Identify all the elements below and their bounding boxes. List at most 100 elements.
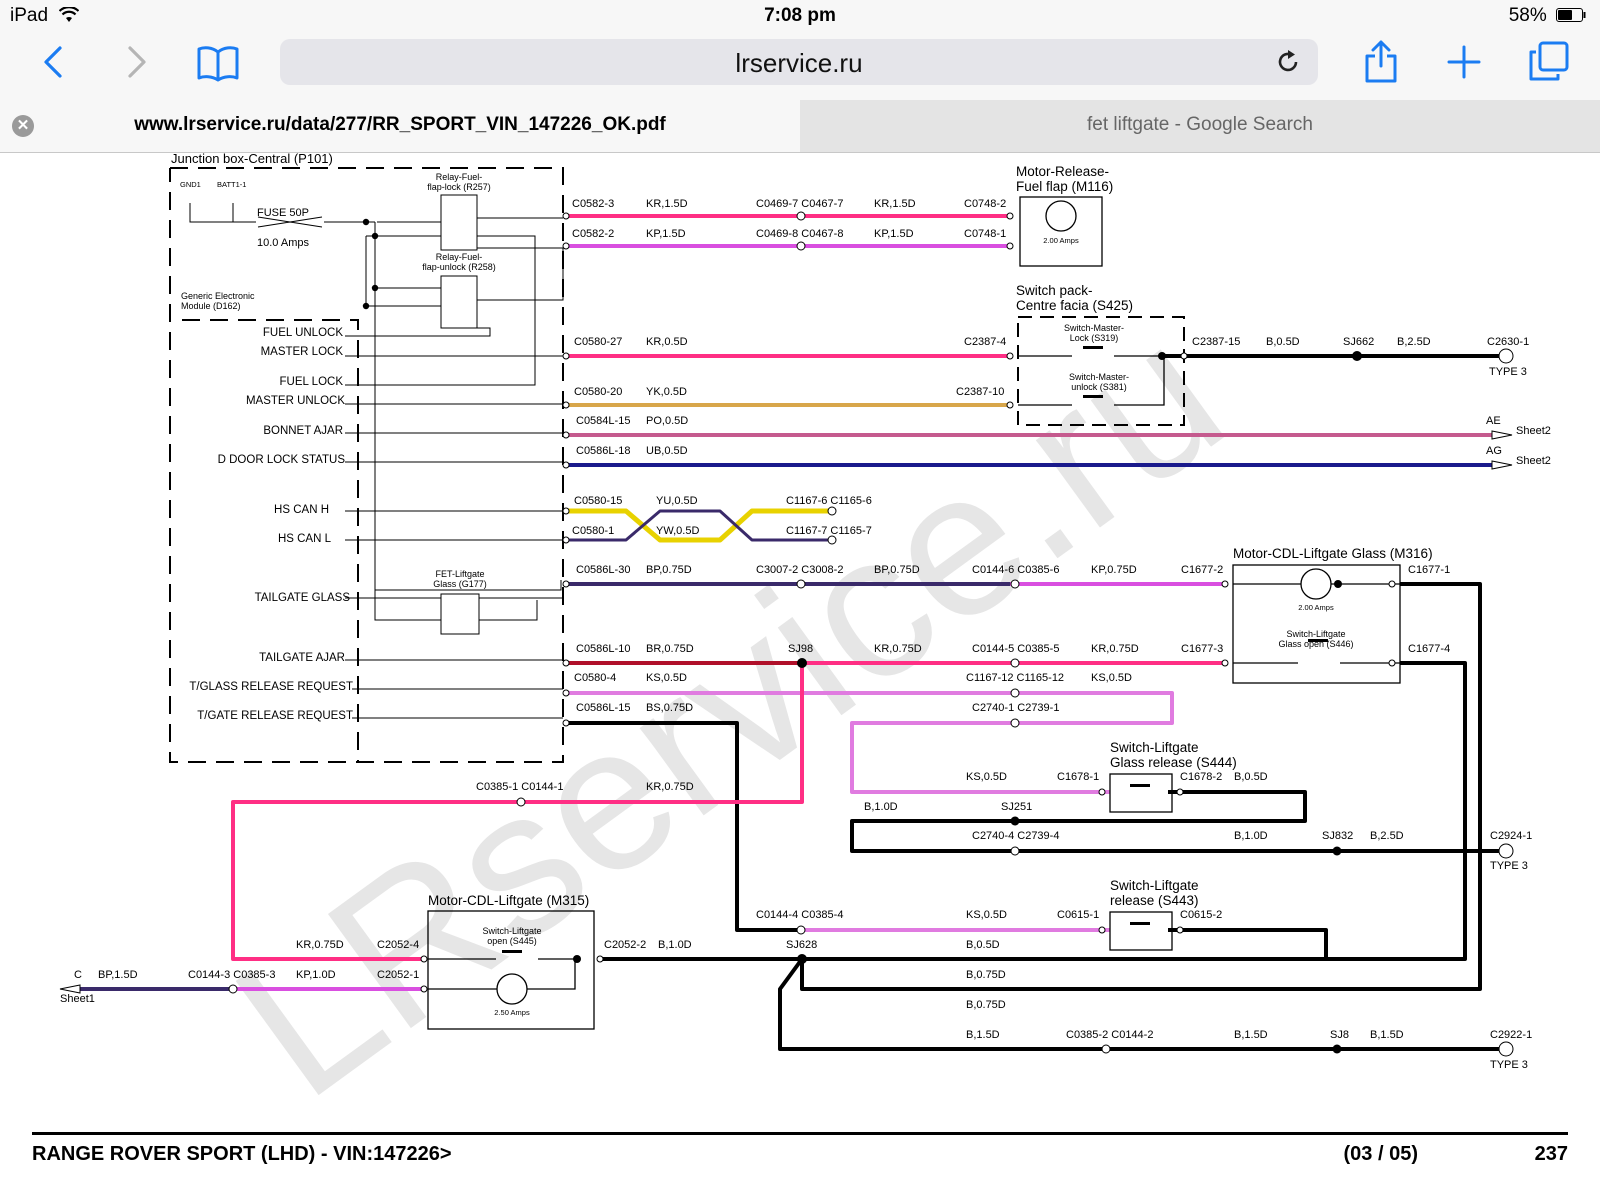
footer-title: RANGE ROVER SPORT (LHD) - VIN:147226> [32,1143,452,1165]
battery-percent: 58% [1508,5,1547,26]
gem-line1: Generic Electronic [181,291,255,301]
wire-label: TYPE 3 [1489,366,1527,378]
wire-label: UB,0.5D [646,445,688,457]
wire-label: C0144-4 C0385-4 [756,909,843,921]
wire-label: C0582-2 [572,228,614,240]
wire-label: KR,0.5D [646,336,688,348]
wire-label: BR,0.75D [646,643,694,655]
wire-label: C0469-7 C0467-7 [756,198,843,210]
signal-label: HS CAN L [278,533,332,545]
ground-wires [600,354,1500,1051]
wire-label: B,1.5D [1234,1029,1268,1041]
signal-label: TAILGATE AJAR [259,652,345,664]
wifi-icon [59,6,80,22]
wire-label: KP,1.5D [646,228,686,240]
battery-icon [1556,8,1586,22]
wire-label: B,1.5D [1370,1029,1404,1041]
wire-label: C0385-2 C0144-2 [1066,1029,1153,1041]
pdf-page[interactable]: LRservice.ru Junction box-Central (P101)… [0,151,1600,1200]
tab-bar: ✕ www.lrservice.ru/data/277/RR_SPORT_VIN… [0,100,1600,153]
wire-label: B,0.75D [966,969,1006,981]
wire-label: Sheet1 [60,993,95,1005]
reload-icon[interactable] [1274,48,1302,76]
wire-label: C0144-3 C0385-3 [188,969,275,981]
sw-master-unlock-line2: unlock (S381) [1071,382,1127,392]
wire-label: C2387-4 [964,336,1006,348]
wire-label: KR,1.5D [874,198,916,210]
address-bar[interactable]: lrservice.ru [280,39,1318,85]
junction-box-outline [169,167,564,763]
wire-label: C0580-1 [572,525,614,537]
sheet-arrows [59,430,1513,994]
relay-unlock-line1: Relay-Fuel- [436,252,483,262]
components [427,196,1401,1030]
watermark: LRservice.ru [196,279,1261,1133]
motor-liftgate-title: Motor-CDL-Liftgate (M315) [428,893,589,908]
wire-label: C2052-4 [377,939,419,951]
wire-label: C2387-10 [956,386,1004,398]
wire-label: KS,0.5D [966,771,1007,783]
share-icon[interactable] [1364,38,1398,84]
relay-lock-line2: flap-lock (R257) [427,182,491,192]
component-subtitles: 2.00 Amps Switch-Master-Lock (S319) Swit… [482,236,1353,1017]
glass-motor-box [1232,564,1401,684]
relay-unlock-label: Relay-Fuel-flap-unlock (R258) [422,252,496,272]
signal-label: TAILGATE GLASS [255,592,351,604]
wire-label: KR,0.75D [646,781,694,793]
wire-label: C0385-1 C0144-1 [476,781,563,793]
footer-sheet: (03 / 05) [1343,1143,1418,1165]
wire-label: C0580-20 [574,386,622,398]
new-tab-icon[interactable] [1446,44,1482,80]
wires [80,214,1492,991]
wire-label: B,0.5D [966,939,1000,951]
wire-label: SJ662 [1343,336,1374,348]
sw-glass-open-line2: Glass open (S446) [1278,639,1353,649]
component-titles: Motor-Release-Fuel flap (M116) Switch pa… [428,164,1433,908]
wire-label: KS,0.5D [966,909,1007,921]
motor-fuel-line1: Motor-Release- [1016,164,1109,179]
wire-labels: C0582-3 KR,1.5D C0469-7 C0467-7 KR,1.5D … [60,198,1551,1071]
signal-label: FUEL LOCK [280,376,344,388]
sw-liftgate-open-line2: open (S445) [487,936,537,946]
wire-label: YK,0.5D [646,386,687,398]
wire-label: C0469-8 C0467-8 [756,228,843,240]
relay-nodes [362,218,379,310]
wire-label: C3007-2 C3008-2 [756,564,843,576]
switch-pack-line1: Switch pack- [1016,283,1093,298]
motor-glass-title: Motor-CDL-Liftgate Glass (M316) [1233,546,1433,561]
bookmarks-icon[interactable] [196,44,240,82]
tab-google-search[interactable]: fet liftgate - Google Search [800,100,1600,152]
can-twisted-pair [566,508,830,543]
wire-label: B,0.5D [1266,336,1300,348]
address-host: lrservice.ru [735,48,863,78]
wire-label: C1677-1 [1408,564,1450,576]
close-tab-icon[interactable]: ✕ [12,115,34,137]
signal-labels: FUEL UNLOCK MASTER LOCK FUEL LOCK MASTER… [189,327,353,722]
switch-pack-box [1017,316,1185,426]
wire-label: KR,1.5D [646,198,688,210]
wire-label: KR,0.75D [1091,643,1139,655]
tabs-overview-icon[interactable] [1528,40,1570,82]
gnd-label: GND1 [180,180,201,189]
wire-label: BP,0.75D [874,564,920,576]
back-icon[interactable] [40,44,68,80]
signal-label: T/GLASS RELEASE REQUEST [189,681,353,693]
forward-icon[interactable] [122,44,150,80]
fuse-amps: 10.0 Amps [257,237,309,249]
tab-pdf[interactable]: ✕ www.lrservice.ru/data/277/RR_SPORT_VIN… [0,100,800,152]
wire-label: KR,0.75D [296,939,344,951]
wire-label: C0580-15 [574,495,622,507]
wire-label: BS,0.75D [646,702,693,714]
sw-liftgate-open-line1: Switch-Liftgate [482,926,541,936]
wiring-diagram: LRservice.ru Junction box-Central (P101)… [59,151,1551,1141]
sw-master-lock-label: Switch-Master-Lock (S319) [1064,323,1124,343]
wire-label: C1167-12 C1165-12 [966,672,1064,684]
page-footer: RANGE ROVER SPORT (LHD) - VIN:147226> (0… [32,1132,1568,1175]
wire-label: C [74,969,82,981]
wire-label: SJ8 [1330,1029,1349,1041]
wire-label: C1677-2 [1181,564,1223,576]
relay-lock-label: Relay-Fuel-flap-lock (R257) [427,172,491,192]
